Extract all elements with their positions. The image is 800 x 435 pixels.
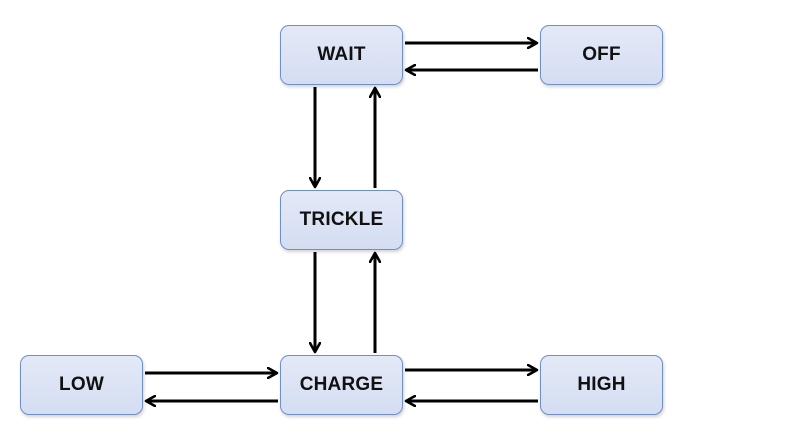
state-charge-label: CHARGE: [299, 374, 384, 395]
state-low: LOW: [20, 355, 143, 415]
state-high-label: HIGH: [577, 374, 626, 395]
state-wait-label: WAIT: [317, 44, 366, 65]
state-trickle: TRICKLE: [280, 190, 403, 250]
state-charge: CHARGE: [280, 355, 403, 415]
state-wait: WAIT: [280, 25, 403, 85]
state-off: OFF: [540, 25, 663, 85]
state-high: HIGH: [540, 355, 663, 415]
state-trickle-label: TRICKLE: [299, 209, 384, 230]
state-off-label: OFF: [582, 44, 621, 65]
state-low-label: LOW: [59, 374, 104, 395]
